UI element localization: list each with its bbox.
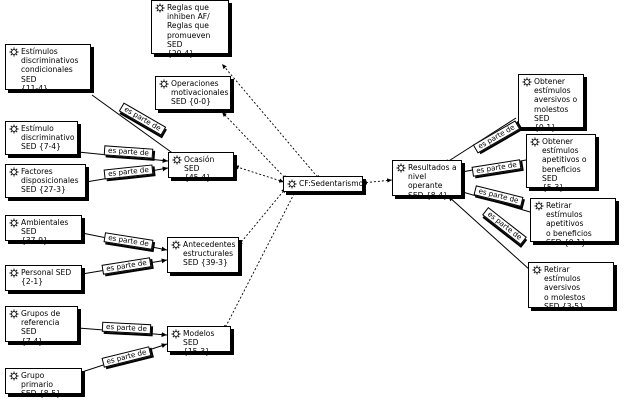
node-label: Modelos SED {15-3} — [183, 329, 215, 357]
link-center-resultados — [361, 178, 393, 185]
concept-icon — [159, 79, 169, 89]
concept-icon — [171, 240, 181, 250]
node-modelos[interactable]: Modelos SED {15-3} — [167, 326, 231, 356]
node-estimulo-discriminativo[interactable]: Estímulo discriminativo SED {7-4} — [5, 121, 78, 155]
concept-icon — [172, 155, 182, 165]
node-label: Estímulo discriminativo SED {7-4} — [21, 124, 75, 152]
concept-icon — [396, 163, 406, 173]
link-center-reglas — [221, 63, 321, 181]
node-center[interactable]: CF:Sedentarismo — [283, 176, 363, 192]
center-title: CF:Sedentarismo — [299, 179, 364, 188]
node-label: Estímulos discriminativos condicionales … — [21, 47, 79, 93]
node-ocasion[interactable]: Ocasión SED {45-4} — [168, 152, 234, 182]
node-grupo-primario[interactable]: Grupo primario SED {8-5} — [5, 368, 82, 398]
link-retirar-aversivos — [447, 195, 531, 271]
node-obtener-apetitivos[interactable]: Obtener estímulos apetitivos o beneficio… — [526, 134, 596, 192]
concept-icon — [9, 268, 19, 278]
node-retirar-apetitivos[interactable]: Retirar estímulos apetitivos o beneficio… — [530, 198, 616, 247]
concept-icon — [530, 137, 540, 147]
concept-icon — [9, 47, 19, 57]
node-reglas[interactable]: Reglas que inhiben AF/ Reglas que promue… — [151, 0, 229, 58]
concept-icon — [171, 329, 181, 339]
node-retirar-aversivos[interactable]: Retirar estímulos aversivos o molestos S… — [528, 262, 614, 311]
node-label: Factores disposicionales SED {27-3} — [21, 167, 79, 195]
node-label: Resultados a nivel operante SED {8-4} — [408, 163, 457, 200]
node-label: Operaciones motivacionales SED {0-0} — [171, 79, 229, 107]
node-label: Grupo primario SED {8-5} — [21, 371, 61, 399]
concept-icon — [9, 124, 19, 134]
node-obtener-aversivos[interactable]: Obtener estímulos aversivos o molestos S… — [518, 74, 584, 132]
link-estimulos-cond — [91, 94, 179, 158]
node-label: Obtener estímulos aversivos o molestos S… — [534, 77, 578, 133]
node-antecedentes[interactable]: Antecedentes estructurales SED {39-3} — [167, 237, 239, 273]
concept-icon — [9, 371, 19, 381]
node-grupos-referencia[interactable]: Grupos de referencia SED {7-4} — [5, 306, 78, 346]
node-label: Antecedentes estructurales SED {39-3} — [183, 240, 236, 268]
link-center-ocasion — [233, 165, 285, 183]
node-factores[interactable]: Factores disposicionales SED {27-3} — [5, 164, 86, 198]
node-label: Personal SED {2-1} — [21, 268, 72, 287]
node-label: Obtener estímulos apetitivos o beneficio… — [542, 137, 587, 193]
concept-icon — [9, 309, 19, 319]
node-ambientales[interactable]: Ambientales SED {37-9} — [5, 215, 82, 245]
node-label: Reglas que inhiben AF/ Reglas que promue… — [167, 3, 211, 59]
node-label: Retirar estímulos apetitivos o beneficio… — [546, 201, 592, 247]
node-label: Retirar estímulos aversivos o molestos S… — [544, 265, 586, 311]
concept-icon — [522, 77, 532, 87]
node-label: Grupos de referencia SED {7-4} — [21, 309, 61, 346]
node-personal[interactable]: Personal SED {2-1} — [5, 265, 82, 291]
concept-icon — [9, 218, 19, 228]
concept-icon — [155, 3, 165, 13]
node-estimulos-condicionales[interactable]: Estímulos discriminativos condicionales … — [5, 44, 91, 93]
node-resultados[interactable]: Resultados a nivel operante SED {8-4} — [392, 160, 462, 200]
concept-icon — [9, 167, 19, 177]
concept-icon — [532, 265, 542, 275]
concept-icon — [287, 179, 297, 189]
concept-icon — [534, 201, 544, 211]
node-label: Ambientales SED {37-9} — [21, 218, 69, 246]
node-operaciones[interactable]: Operaciones motivacionales SED {0-0} — [155, 76, 231, 110]
link-center-antecedentes — [237, 187, 287, 247]
node-label: Ocasión SED {45-4} — [184, 155, 215, 183]
